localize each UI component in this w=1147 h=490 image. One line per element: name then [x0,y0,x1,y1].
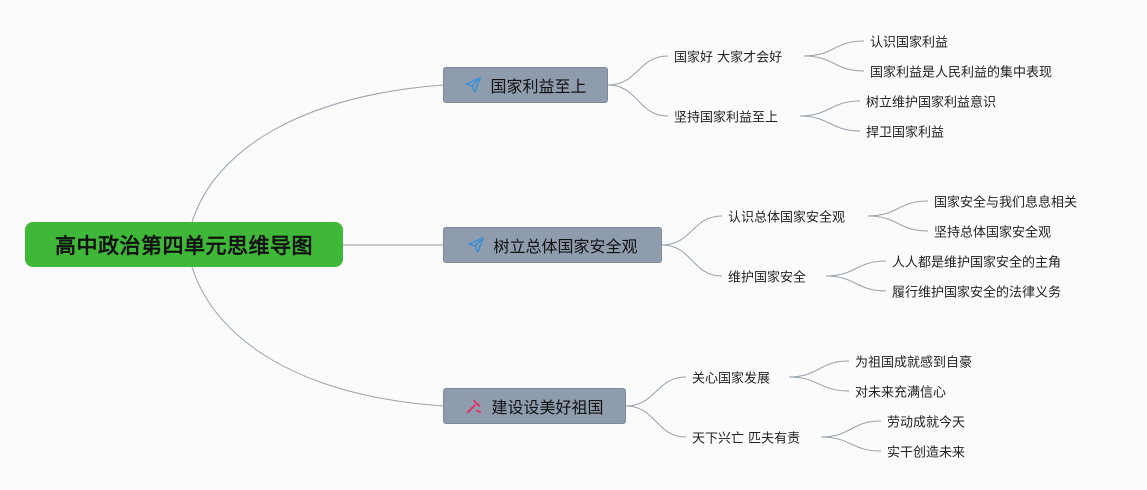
leaf-topic[interactable]: 认识国家利益 [870,35,949,51]
leaf-topic[interactable]: 人人都是维护国家安全的主角 [892,255,1062,271]
leaf-topic[interactable]: 劳动成就今天 [887,415,966,431]
subtopic-to-leaf-connector [803,55,865,72]
branch-to-subtopic-connector [625,376,687,407]
branch-to-subtopic-connector [607,84,669,117]
branch-to-subtopic-connector [625,405,687,438]
subtopic[interactable]: 认识总体国家安全观 [728,210,846,226]
subtopic-to-leaf-connector [867,200,929,217]
root-to-branch-connector [191,84,444,223]
subtopic-to-leaf-connector [825,275,887,292]
leaf-topic[interactable]: 树立维护国家利益意识 [866,95,997,111]
subtopic-to-leaf-connector [820,436,882,452]
branch-to-subtopic-connector [661,244,723,277]
leaf-topic[interactable]: 捍卫国家利益 [866,125,945,141]
leaf-topic[interactable]: 为祖国成就感到自豪 [855,355,973,371]
leaf-topic[interactable]: 国家利益是人民利益的集中表现 [870,65,1053,81]
leaf-topic[interactable]: 实干创造未来 [887,445,966,461]
leaf-topic[interactable]: 坚持总体国家安全观 [934,225,1052,241]
branch-topic-build-homeland[interactable]: 建设设美好祖国 [443,388,626,424]
branch-topic-label: 国家利益至上 [490,77,587,96]
branch-topic-national-interest[interactable]: 国家利益至上 [443,67,608,103]
root-to-branch-connector [191,266,444,407]
subtopic-to-leaf-connector [820,420,882,438]
paper-plane-icon [464,76,482,94]
subtopic-to-leaf-connector [803,40,865,57]
leaf-topic[interactable]: 对未来充满信心 [855,385,947,401]
paper-plane-icon [467,236,485,254]
subtopic-to-leaf-connector [867,215,929,232]
subtopic-to-leaf-connector [788,360,850,378]
root-topic[interactable]: 高中政治第四单元思维导图 [25,222,343,267]
root-topic-label: 高中政治第四单元思维导图 [55,233,313,258]
leaf-topic[interactable]: 国家安全与我们息息相关 [934,195,1078,211]
branch-topic-label: 建设设美好祖国 [491,398,604,417]
branch-topic-label: 树立总体国家安全观 [493,237,638,256]
subtopic[interactable]: 维护国家安全 [728,270,807,286]
subtopic[interactable]: 坚持国家利益至上 [674,110,779,126]
branch-topic-national-security[interactable]: 树立总体国家安全观 [443,227,662,263]
subtopic[interactable]: 国家好 大家才会好 [674,50,783,66]
branch-to-subtopic-connector [661,215,723,246]
subtopic-to-leaf-connector [825,260,887,277]
subtopic-to-leaf-connector [799,115,861,132]
branch-to-subtopic-connector [607,55,669,86]
subtopic-to-leaf-connector [799,100,861,117]
tools-icon [465,397,483,415]
subtopic[interactable]: 天下兴亡 匹夫有责 [692,431,801,447]
subtopic[interactable]: 关心国家发展 [692,371,771,387]
leaf-topic[interactable]: 履行维护国家安全的法律义务 [892,285,1062,301]
subtopic-to-leaf-connector [788,376,850,392]
